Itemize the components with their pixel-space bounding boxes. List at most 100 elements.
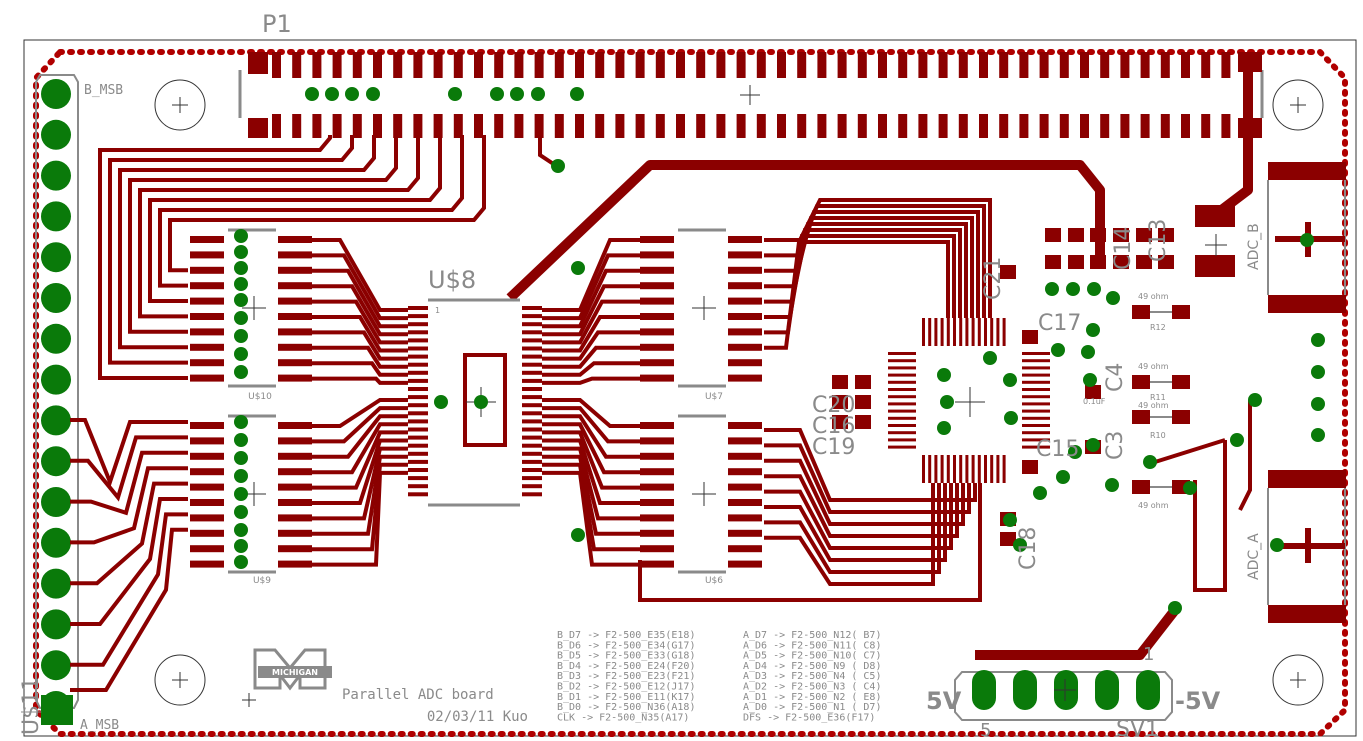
u8-pin xyxy=(522,322,542,327)
trace xyxy=(542,406,640,444)
via xyxy=(940,395,954,409)
qfp-pin xyxy=(959,318,963,346)
passive-pad xyxy=(1113,228,1129,242)
p1-pin xyxy=(272,52,281,78)
passive-pad xyxy=(855,395,871,409)
p1-pin xyxy=(332,114,342,138)
res-r9-value: 49 ohm xyxy=(1138,501,1169,510)
p1-pin xyxy=(635,52,645,78)
pin-map-row: B_D6 -> F2-500_E34(G17) xyxy=(557,640,695,651)
qfp-pin xyxy=(990,455,994,483)
u8-pin xyxy=(522,451,542,456)
u8-pin xyxy=(522,459,542,464)
trace xyxy=(542,414,640,459)
chip-pin xyxy=(728,514,762,522)
res-r10-value: 49 ohm xyxy=(1138,401,1169,410)
qfp-pin xyxy=(1022,352,1050,355)
chip-pin xyxy=(728,452,762,460)
p1-pin xyxy=(413,114,423,138)
p1-pin xyxy=(777,114,786,138)
u8-pin xyxy=(408,306,428,310)
chip-pin xyxy=(640,236,674,243)
via xyxy=(1033,486,1047,500)
via xyxy=(234,469,248,483)
p1-pin xyxy=(453,52,463,78)
p1-pin xyxy=(1221,114,1231,138)
pin-map-row: B_D2 -> F2-500_E12(J17) xyxy=(557,682,695,693)
trace xyxy=(312,470,408,567)
qfp-pin xyxy=(888,388,916,391)
chip-pin xyxy=(640,545,674,553)
chip-pin xyxy=(640,313,674,320)
passive-pad xyxy=(1045,255,1061,269)
trace xyxy=(70,418,188,488)
trace xyxy=(764,483,947,562)
chip-pin xyxy=(728,560,762,568)
qfp-pin xyxy=(888,416,916,420)
via xyxy=(1230,433,1244,447)
buffer-u10-label: U$10 xyxy=(248,392,272,402)
connector-p1-label: P1 xyxy=(262,10,292,38)
p1-pin xyxy=(958,114,968,138)
cap-c17-label: C17 xyxy=(1038,311,1081,336)
header-pad xyxy=(41,79,71,109)
sv1-pad xyxy=(1095,670,1119,710)
passive-pad xyxy=(1158,255,1174,269)
u8-pin xyxy=(522,484,542,489)
pin-map-row: A_D4 -> F2-500_N9 ( D8) xyxy=(743,661,881,672)
pin-map-row: B_D4 -> F2-500_E24(F20) xyxy=(557,661,695,672)
sv1-pad xyxy=(972,670,996,710)
header-pad xyxy=(41,609,71,640)
p1-pin xyxy=(332,52,342,78)
trace xyxy=(312,462,408,552)
p1-pin xyxy=(676,52,685,78)
header-pad xyxy=(41,283,71,313)
via xyxy=(1106,291,1120,305)
p1-pin xyxy=(999,52,1009,78)
p1-pin xyxy=(756,114,766,138)
trace xyxy=(764,483,953,550)
res-r10-label: R10 xyxy=(1150,431,1166,440)
passive-pad xyxy=(855,415,871,429)
p1-pin xyxy=(878,52,887,78)
trace xyxy=(542,284,640,337)
u8-pin xyxy=(408,346,428,351)
passive-pad xyxy=(1090,228,1106,242)
chip-pin xyxy=(190,374,224,382)
trace xyxy=(312,330,408,361)
p1-pin xyxy=(575,52,584,78)
qfp-pin xyxy=(1002,318,1006,346)
trace xyxy=(70,497,188,626)
header-u11-label: U$11 xyxy=(19,677,44,735)
a-msb-label: A_MSB xyxy=(80,718,119,733)
chip-pin xyxy=(278,483,312,491)
chip-pin xyxy=(190,328,224,336)
sv1-pin1: 1 xyxy=(1143,644,1154,665)
p1-pin xyxy=(1039,52,1049,78)
header-pad xyxy=(41,119,71,150)
passive-pad xyxy=(832,395,848,409)
trace xyxy=(312,361,408,377)
cap-c20-label: C20 xyxy=(812,393,855,418)
trace xyxy=(1238,400,1252,511)
p1-pin xyxy=(474,114,483,138)
logo-text: MICHIGAN xyxy=(272,668,318,677)
chip-pin xyxy=(640,452,674,460)
qfp-pin xyxy=(888,438,916,442)
trace xyxy=(312,414,408,459)
trace xyxy=(148,135,442,303)
trace xyxy=(312,454,408,536)
chip-pin xyxy=(190,545,224,553)
chip-pin xyxy=(640,499,674,506)
trace xyxy=(764,234,956,335)
trace xyxy=(312,299,408,345)
chip-pin xyxy=(640,251,674,259)
qfp-pin xyxy=(888,359,916,363)
qfp-pin xyxy=(888,366,916,370)
chip-pin xyxy=(640,374,674,382)
b-msb-label: B_MSB xyxy=(84,83,123,98)
via xyxy=(937,421,951,435)
qfp-pin xyxy=(922,318,925,346)
chip-pin xyxy=(640,282,674,290)
chip-pin xyxy=(190,297,224,305)
